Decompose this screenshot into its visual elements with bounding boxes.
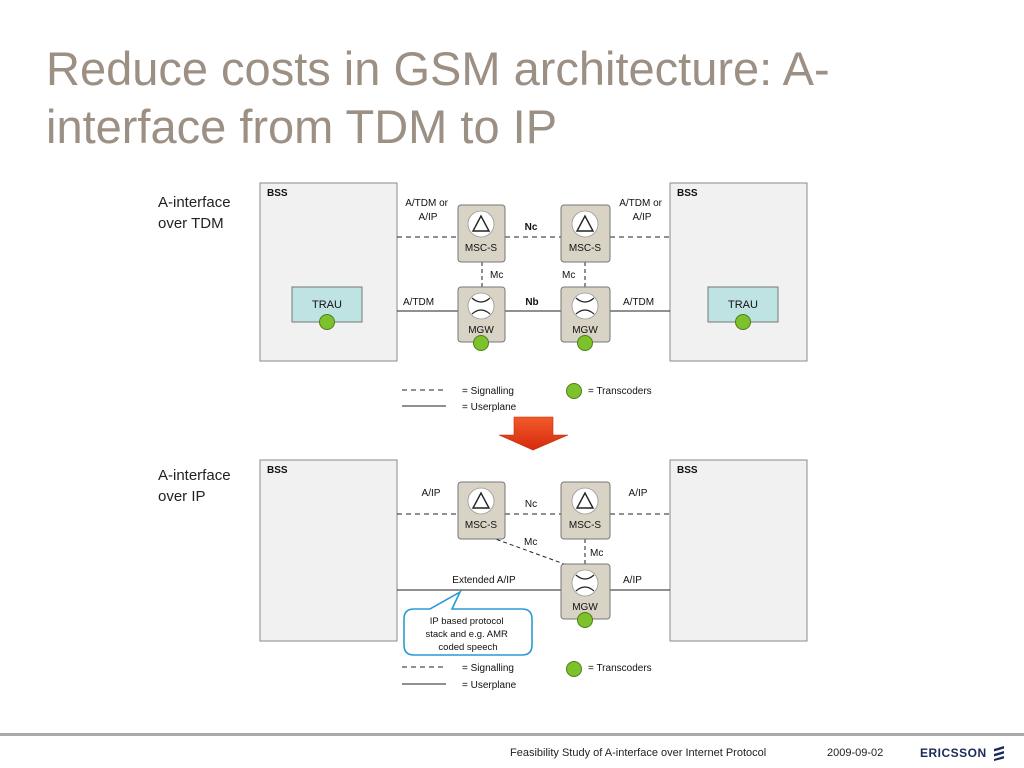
bss-box-left (259, 459, 398, 642)
a-tdm-label-left: A/TDM (403, 297, 434, 308)
slide-title: Reduce costs in GSM architecture: A-inte… (46, 42, 830, 153)
legend-userplane-label: = Userplane (462, 680, 517, 691)
trau-label-right: TRAU (728, 299, 758, 311)
bss-label-left: BSS (267, 465, 288, 476)
triangle-icon (471, 214, 491, 232)
callout-bubble (403, 590, 533, 656)
cross-icon (575, 297, 595, 315)
legend-signalling-label: = Signalling (462, 386, 514, 397)
msc-label-right: MSC-S (569, 243, 602, 254)
legend-transcoder-dot (566, 661, 582, 677)
bss-label-right: BSS (677, 465, 698, 476)
nc-label: Nc (525, 222, 538, 233)
transcoder-dot (577, 612, 593, 628)
transcoder-dot (473, 335, 489, 351)
bss-label-left: BSS (267, 188, 288, 199)
mgw-label-left: MGW (468, 325, 494, 336)
transcoder-dot (319, 314, 335, 330)
legend-transcoders-label: = Transcoders (588, 663, 652, 674)
top-diagram: A-interface over TDM BSS BSS TRAU TRAU M… (158, 182, 808, 362)
bss-box-right (669, 182, 808, 362)
a-ip-label-left: A/IP (422, 488, 441, 499)
a-ip-label-mgw: A/IP (623, 575, 642, 586)
legend-signalling-label: = Signalling (462, 663, 514, 674)
mc-label-vertical: Mc (590, 548, 603, 559)
legend-userplane-label: = Userplane (462, 402, 517, 413)
bss-label-right: BSS (677, 188, 698, 199)
legend-transcoder-dot (566, 383, 582, 399)
down-arrow-icon (498, 416, 569, 451)
extended-aip-label: Extended A/IP (452, 575, 516, 586)
bss-box-right (669, 459, 808, 642)
triangle-icon (575, 491, 595, 509)
mc-label-left: Mc (490, 270, 503, 281)
ericsson-logo: ERICSSON (920, 743, 1006, 763)
cross-icon (471, 297, 491, 315)
callout-text: IP based protocol stack and e.g. AMR cod… (425, 616, 510, 653)
a-tdm-or-aip-label-left: A/TDM or A/IP (405, 198, 451, 223)
cross-icon (575, 574, 595, 592)
msc-label-right: MSC-S (569, 520, 602, 531)
footer-study-title: Feasibility Study of A-interface over In… (510, 747, 767, 759)
transcoder-dot (577, 335, 593, 351)
mc-label-diagonal: Mc (524, 537, 537, 548)
footer-date: 2009-09-02 (827, 747, 884, 759)
ericsson-mark-icon (993, 746, 1004, 761)
triangle-icon (471, 491, 491, 509)
a-tdm-or-aip-label-right: A/TDM or A/IP (619, 198, 665, 223)
mc-label-right: Mc (562, 270, 575, 281)
top-heading: A-interface over TDM (158, 194, 235, 232)
mgw-label-right: MGW (572, 325, 598, 336)
footer-divider (0, 733, 1024, 736)
mgw-label: MGW (572, 602, 598, 613)
a-ip-label-right: A/IP (629, 488, 648, 499)
mgw-icon (467, 292, 495, 320)
transcoder-dot (735, 314, 751, 330)
legend-top: = Signalling = Userplane = Transcoders (402, 383, 652, 413)
nc-label: Nc (525, 499, 537, 510)
nb-label: Nb (525, 297, 538, 308)
msc-label-left: MSC-S (465, 520, 498, 531)
logo-text: ERICSSON (920, 746, 987, 760)
legend-bottom: = Signalling = Userplane = Transcoders (402, 661, 652, 691)
trau-label-left: TRAU (312, 299, 342, 311)
mgw-icon (571, 292, 599, 320)
bottom-heading: A-interface over IP (158, 467, 235, 505)
msc-label-left: MSC-S (465, 243, 498, 254)
legend-transcoders-label: = Transcoders (588, 386, 652, 397)
mgw-icon (571, 569, 599, 597)
bss-box-left (259, 182, 398, 362)
bottom-diagram: A-interface over IP BSS BSS MSC-S MSC-S (158, 459, 808, 656)
a-tdm-label-right: A/TDM (623, 297, 654, 308)
triangle-icon (575, 214, 595, 232)
